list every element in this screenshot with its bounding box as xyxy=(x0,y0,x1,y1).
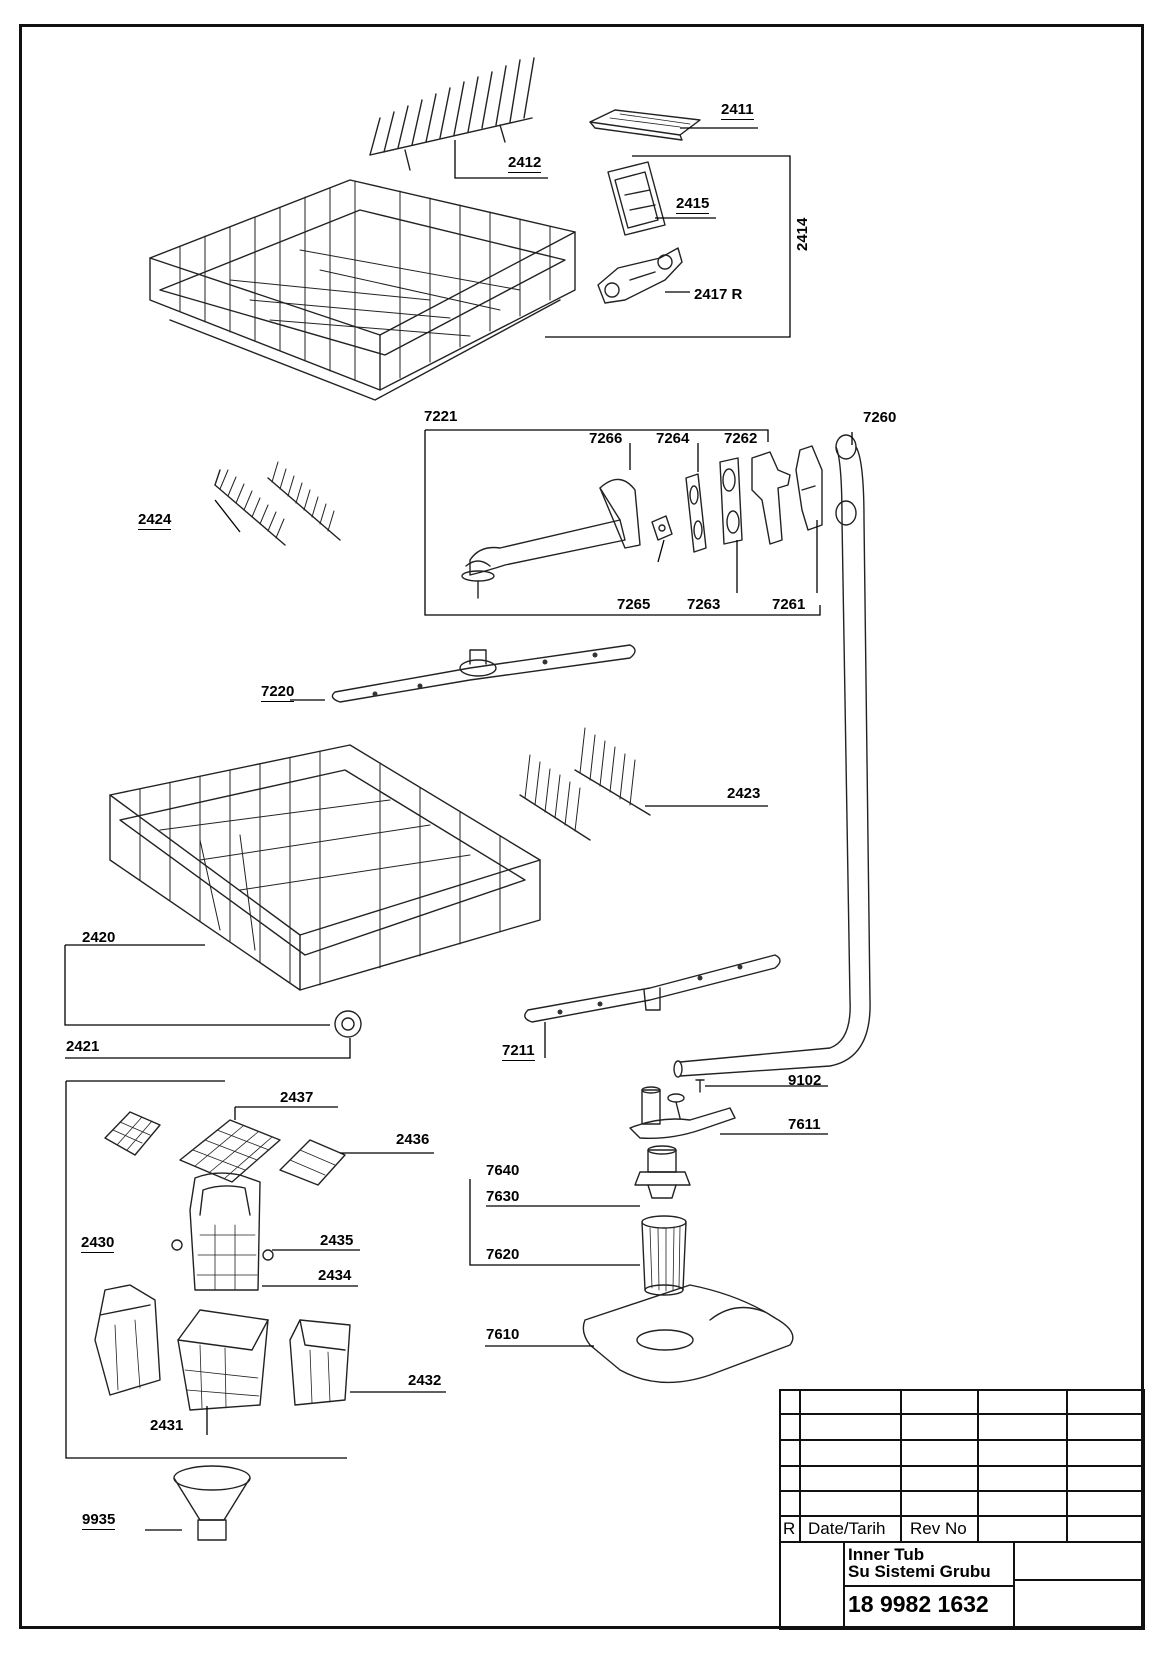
title-block-grid xyxy=(779,1389,1145,1630)
coarse-filter-7630 xyxy=(634,1145,691,1199)
part-label-7261: 7261 xyxy=(772,596,806,613)
part-label-2411: 2411 xyxy=(721,101,754,120)
part-label-7220: 7220 xyxy=(261,683,295,702)
part-label-7266: 7266 xyxy=(589,430,623,447)
upper-spray-arm-7266 xyxy=(461,478,641,599)
part-label-7260: 7260 xyxy=(863,409,897,426)
part-label-2431: 2431 xyxy=(150,1417,184,1434)
part-label-7211: 7211 xyxy=(502,1042,535,1061)
rack-adjuster-2415 xyxy=(607,161,666,236)
drawing-frame xyxy=(19,24,1144,1629)
plate-tines-2423 xyxy=(519,727,651,841)
cutlery-grid-left xyxy=(104,1111,161,1156)
water-supply-pipe-7260 xyxy=(673,434,871,1078)
cutlery-grid-2437 xyxy=(179,1119,281,1183)
part-label-2415: 2415 xyxy=(676,195,710,214)
part-label-7221: 7221 xyxy=(424,408,458,425)
gasket-7265 xyxy=(651,515,673,541)
title-block-title-line2: Su Sistemi Grubu xyxy=(848,1562,991,1581)
title-block-title-line1: Inner Tub xyxy=(848,1545,925,1564)
lower-basket-2420 xyxy=(109,744,541,991)
cylinder-filter-7620 xyxy=(641,1215,687,1296)
seal-7264 xyxy=(685,473,707,553)
micro-filter-7610 xyxy=(582,1284,794,1384)
part-label-2412: 2412 xyxy=(508,154,542,173)
part-label-9102: 9102 xyxy=(788,1072,822,1089)
part-label-7262: 7262 xyxy=(724,430,758,447)
fold-down-tines-2424 xyxy=(214,461,341,546)
part-label-7630: 7630 xyxy=(486,1188,520,1205)
cutlery-basket-2432 xyxy=(289,1319,351,1406)
spray-arm-7220 xyxy=(331,644,636,703)
part-label-7264: 7264 xyxy=(656,430,690,447)
part-label-2417: 2417 R xyxy=(694,286,743,303)
part-label-7610: 7610 xyxy=(486,1326,520,1343)
part-label-7611: 7611 xyxy=(788,1116,821,1133)
part-label-2414: 2414 xyxy=(794,217,811,251)
title-block-rev-marker: R xyxy=(783,1519,796,1538)
rack-roller-2417 xyxy=(597,247,683,304)
part-label-2420: 2420 xyxy=(82,929,116,946)
leader-lines xyxy=(64,127,853,1531)
title-block-drawing-number: 18 9982 1632 xyxy=(848,1591,989,1617)
lower-spray-arm-7211 xyxy=(524,954,781,1023)
seal-7263 xyxy=(719,457,743,545)
part-label-2430: 2430 xyxy=(81,1234,115,1253)
basket-wheel-2421 xyxy=(334,1010,362,1038)
adapter-7261 xyxy=(795,445,823,531)
spray-arm-holder-7611 xyxy=(629,1086,736,1140)
part-label-7265: 7265 xyxy=(617,596,651,613)
title-block-date-header: Date/Tarih xyxy=(808,1519,886,1538)
cutlery-basket-left xyxy=(94,1284,161,1396)
salt-funnel-9935 xyxy=(173,1465,251,1541)
part-label-2436: 2436 xyxy=(396,1131,430,1148)
upper-basket xyxy=(149,179,576,401)
screw-9102 xyxy=(695,1079,705,1093)
part-label-2435: 2435 xyxy=(320,1232,354,1249)
part-label-7640: 7640 xyxy=(486,1162,520,1179)
part-label-2437: 2437 xyxy=(280,1089,314,1106)
cup-rack-tines-2412 xyxy=(369,57,535,171)
part-label-2421: 2421 xyxy=(66,1038,100,1055)
part-label-2432: 2432 xyxy=(408,1372,442,1389)
clip-part-2411 xyxy=(589,109,701,141)
part-label-2423: 2423 xyxy=(727,785,761,802)
part-label-7620: 7620 xyxy=(486,1246,520,1263)
connector-7262 xyxy=(751,451,791,545)
cutlery-basket-2431 xyxy=(177,1309,269,1411)
title-block-rev-header: Rev No xyxy=(910,1519,967,1538)
basket-handle-2434 xyxy=(171,1172,274,1291)
part-label-2424: 2424 xyxy=(138,511,172,530)
part-label-7263: 7263 xyxy=(687,596,721,613)
part-label-2434: 2434 xyxy=(318,1267,352,1284)
cutlery-grid-2436 xyxy=(279,1139,346,1186)
part-label-9935: 9935 xyxy=(82,1511,116,1530)
